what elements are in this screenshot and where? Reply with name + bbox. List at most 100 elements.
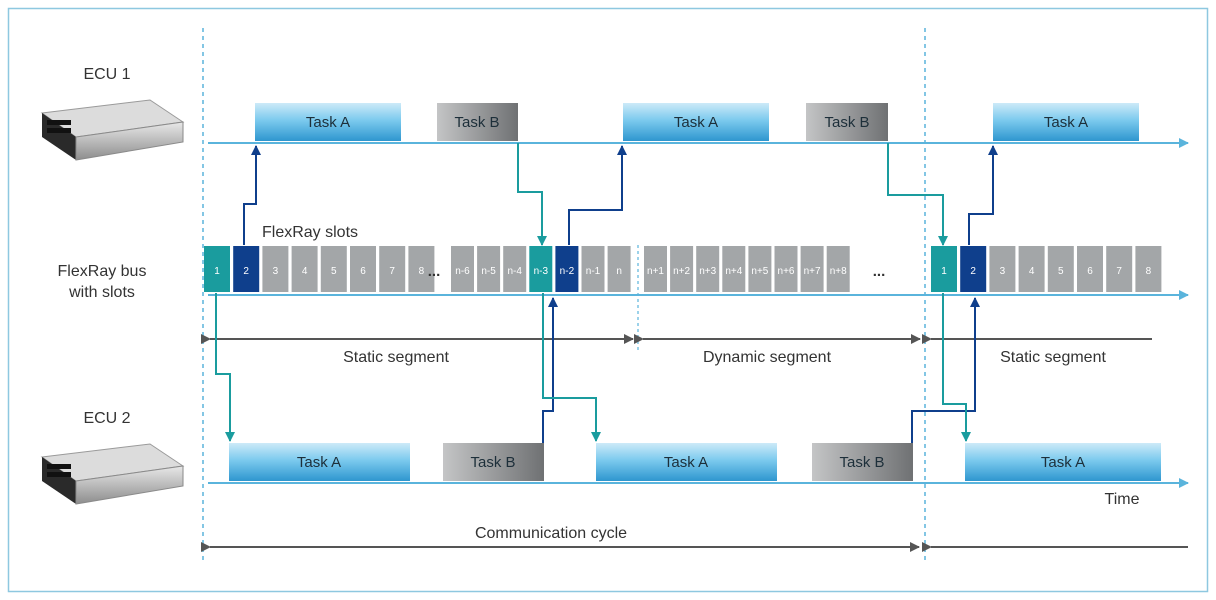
slot-label: 2 xyxy=(243,266,249,277)
task-label: Task A xyxy=(674,114,718,131)
ecu1-task-a-1: Task A xyxy=(255,103,401,141)
arrow-ecu1-task-b-to-slot1 xyxy=(887,143,948,246)
ecu2-task-b-1: Task B xyxy=(443,443,544,481)
slot-label: n-6 xyxy=(455,266,470,277)
slot-label: n-4 xyxy=(507,266,522,277)
task-label: Task A xyxy=(306,114,350,131)
arrow-slot-n3-to-ecu2-task-a-2 xyxy=(542,293,601,442)
slot-box xyxy=(1135,246,1162,292)
slot-label: 4 xyxy=(302,266,308,277)
slot-label: n+2 xyxy=(673,266,690,277)
ecu2-label: ECU 2 xyxy=(83,410,130,427)
ecu1-task-b-2: Task B xyxy=(806,103,888,141)
slot-box xyxy=(451,246,474,292)
slot-box xyxy=(379,246,406,292)
task-label: Task A xyxy=(1044,114,1088,131)
slot-label: n+7 xyxy=(804,266,821,277)
slot-box xyxy=(989,246,1016,292)
slot-label: n+3 xyxy=(699,266,716,277)
slot-box xyxy=(774,246,798,292)
ecu2-task-a-3: Task A xyxy=(965,443,1161,481)
slot-label: n-2 xyxy=(560,266,575,277)
slot-box xyxy=(748,246,772,292)
task-label: Task A xyxy=(1041,454,1085,471)
slot-box xyxy=(477,246,501,292)
slot-box xyxy=(1018,246,1045,292)
slot-label: 8 xyxy=(1146,266,1152,277)
static-segment-label-1: Static segment xyxy=(343,349,449,366)
task-label: Task B xyxy=(454,114,499,131)
slot-box xyxy=(722,246,746,292)
static-segment-label-2: Static segment xyxy=(1000,349,1106,366)
arrow-slot1-to-ecu2-task-a-1 xyxy=(215,293,235,442)
ecu2-device-icon xyxy=(40,443,185,505)
slot-label: 3 xyxy=(1000,266,1006,277)
slots-ellipsis-2: ... xyxy=(873,263,886,280)
slot-label: n-5 xyxy=(481,266,496,277)
slot-box xyxy=(1077,246,1103,292)
slot-box xyxy=(233,246,260,292)
flexray-slots-label: FlexRay slots xyxy=(262,224,358,241)
slot-label: 5 xyxy=(331,266,337,277)
ecu1-label: ECU 1 xyxy=(83,66,130,83)
slot-label: n+6 xyxy=(778,266,795,277)
slot-label: 6 xyxy=(360,266,366,277)
arrow-slot2-to-ecu1-task-a-3 xyxy=(968,145,998,245)
slot-label: 3 xyxy=(273,266,279,277)
ecu1-task-a-3: Task A xyxy=(993,103,1139,141)
arrow-slot1-to-ecu2-task-a-3 xyxy=(942,293,971,442)
slot-box xyxy=(1047,246,1074,292)
slot-label: 8 xyxy=(419,266,425,277)
task-label: Task A xyxy=(297,454,341,471)
slot-box xyxy=(960,246,987,292)
slot-box xyxy=(555,246,579,292)
task-label: Task A xyxy=(664,454,708,471)
diagram-frame xyxy=(7,7,1209,593)
slot-box xyxy=(503,246,527,292)
task-label: Task B xyxy=(470,454,515,471)
slot-label: n+5 xyxy=(751,266,768,277)
ecu1-device-icon xyxy=(40,99,185,161)
arrow-ecu1-task-b-to-slot-n3 xyxy=(517,143,547,246)
slot-box xyxy=(350,246,376,292)
slot-box xyxy=(644,246,667,292)
slot-label: n-1 xyxy=(586,266,601,277)
bus-label-line1: FlexRay bus xyxy=(58,263,147,280)
slot-box xyxy=(607,246,631,292)
slot-label: 1 xyxy=(941,266,947,277)
slot-box xyxy=(1106,246,1133,292)
slot-box xyxy=(696,246,720,292)
slot-label: 7 xyxy=(1116,266,1122,277)
time-axis-label: Time xyxy=(1105,491,1140,508)
slot-label: n xyxy=(616,266,622,277)
slot-label: n+8 xyxy=(830,266,847,277)
bus-label-line2: with slots xyxy=(68,284,135,301)
slot-label: n+4 xyxy=(725,266,742,277)
task-label: Task B xyxy=(839,454,884,471)
slot-label: 1 xyxy=(214,266,220,277)
slot-label: n+1 xyxy=(647,266,664,277)
ecu1-task-b-1: Task B xyxy=(437,103,518,141)
slot-box xyxy=(529,246,553,292)
slot-box xyxy=(320,246,347,292)
ecu2-task-a-1: Task A xyxy=(229,443,410,481)
slot-box xyxy=(262,246,289,292)
slot-label: 4 xyxy=(1029,266,1035,277)
slot-box xyxy=(800,246,824,292)
arrow-slot-n2-to-ecu1-task-a-2 xyxy=(568,145,627,245)
slot-box xyxy=(581,246,605,292)
task-label: Task B xyxy=(824,114,869,131)
dynamic-segment-label: Dynamic segment xyxy=(703,349,832,366)
ecu1-task-a-2: Task A xyxy=(623,103,769,141)
ecu2-task-a-2: Task A xyxy=(596,443,777,481)
slot-box xyxy=(931,246,957,292)
slot-label: n-3 xyxy=(534,266,549,277)
arrow-ecu2-task-b-to-slot2 xyxy=(911,297,980,443)
flexray-slots: 1 2 3 4 5 6 7 8 n-6 n-5 n-4 n-3 n-2 n-1 n n+1 n+2 n+3 n+4 n… xyxy=(204,246,1162,292)
slot-label: 2 xyxy=(970,266,976,277)
slot-box xyxy=(826,246,850,292)
slot-box xyxy=(670,246,694,292)
slot-box xyxy=(408,246,435,292)
